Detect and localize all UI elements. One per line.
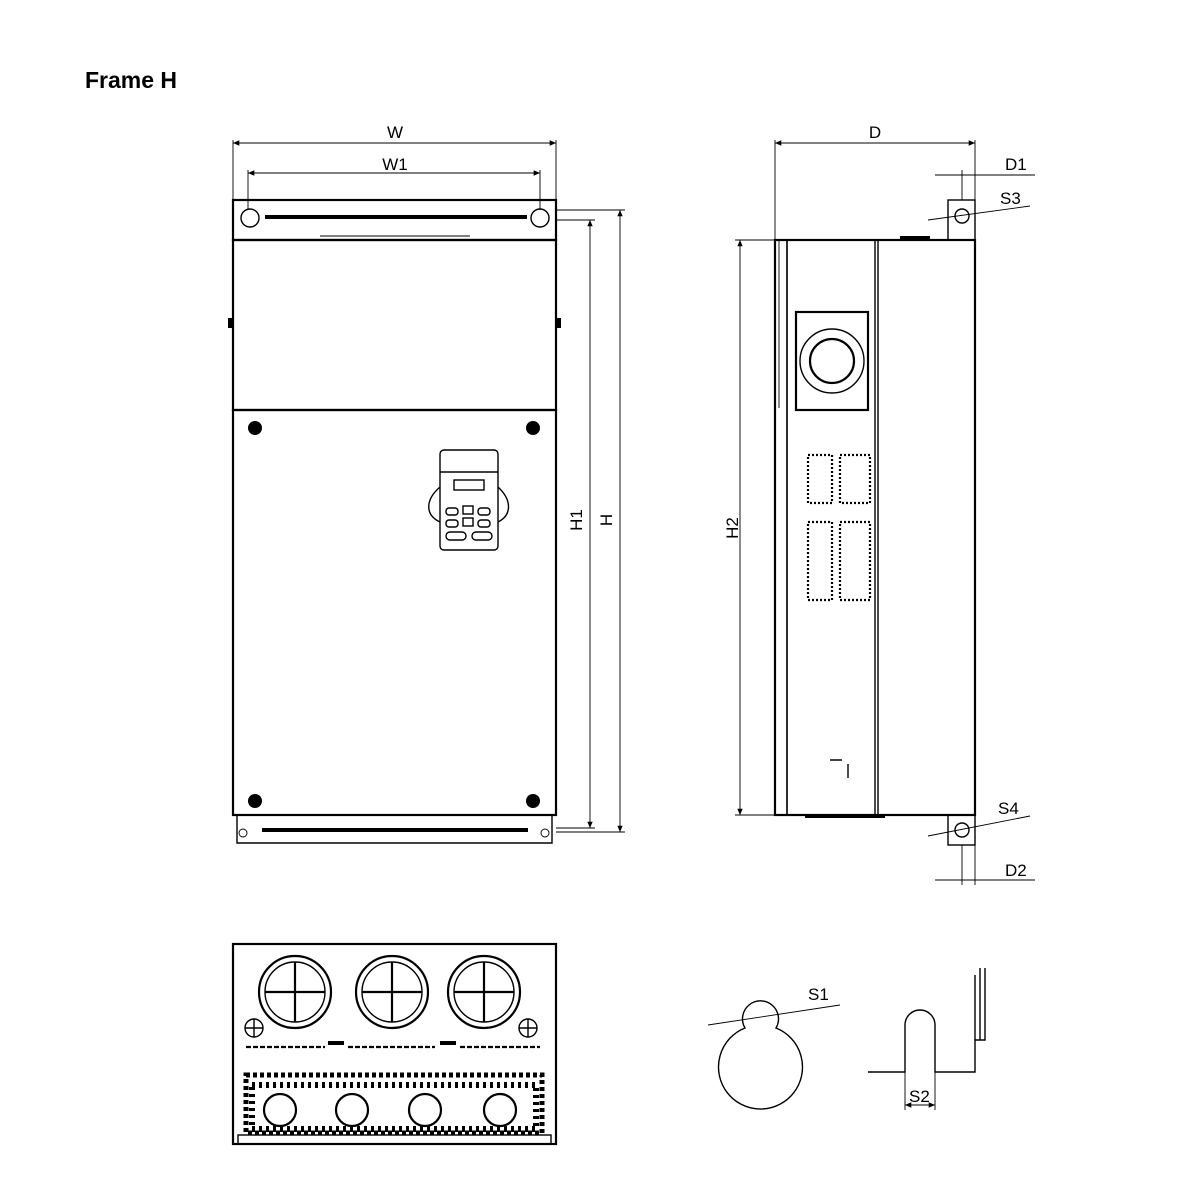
page-title: Frame H [85, 67, 177, 93]
heatsink-grille [243, 1072, 545, 1136]
dimension-label-h2: H2 [723, 517, 742, 539]
slot-detail: S2 [868, 968, 986, 1110]
cooling-fans [257, 954, 522, 1030]
keypad [428, 449, 510, 551]
dimension-label-s3: S3 [1000, 189, 1021, 208]
dimension-label-h1: H1 [567, 509, 586, 531]
dimension-label-s2: S2 [909, 1087, 930, 1106]
dimension-label-h: H [597, 514, 616, 526]
bottom-view [231, 942, 558, 1146]
dimension-label-s4: S4 [998, 799, 1019, 818]
dimension-label-s1: S1 [808, 985, 829, 1004]
vent-slots [806, 453, 872, 602]
keyhole-detail: S1 [707, 985, 841, 1110]
front-view: W W1 H H1 [228, 123, 625, 844]
side-view: D D1 S3 H2 S4 D2 [723, 123, 1035, 885]
dimension-label-d: D [869, 123, 881, 142]
dimension-label-w1: W1 [382, 155, 408, 174]
dimension-label-d1: D1 [1005, 155, 1027, 174]
dimension-label-d2: D2 [1005, 861, 1027, 880]
dimension-label-w: W [387, 123, 403, 142]
